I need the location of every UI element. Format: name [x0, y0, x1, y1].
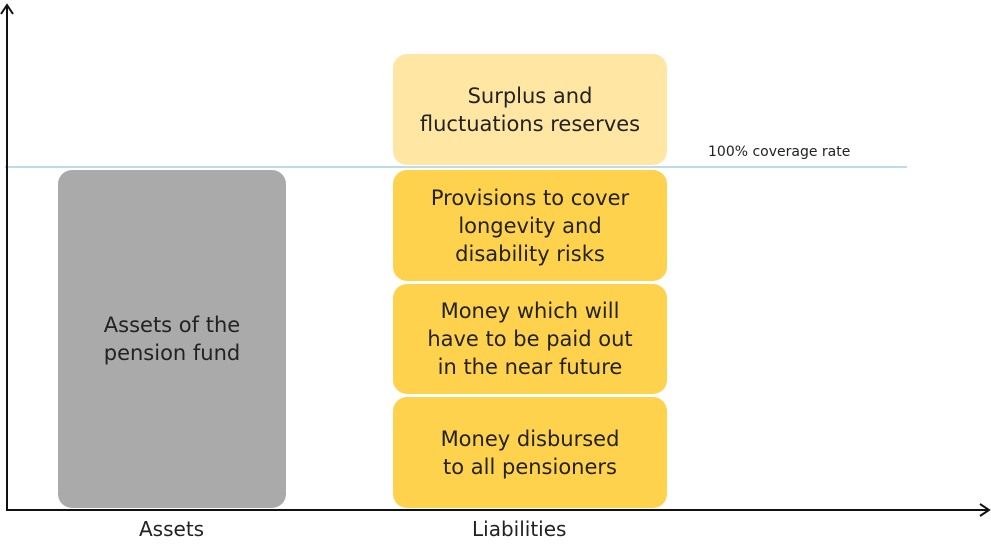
x-axis-arrowhead [979, 503, 991, 517]
assets-axis-label: Assets [139, 517, 205, 541]
assets-block-text: Assets of the pension fund [103, 313, 241, 365]
payout-block: Money which will have to be paid out in … [393, 284, 667, 394]
liabilities-axis-label: Liabilities [472, 517, 567, 541]
payout-block-text: Money which will have to be paid out in … [427, 299, 633, 379]
surplus-block-text: Surplus and fluctuations reserves [419, 83, 641, 136]
disbursed-block: Money disbursed to all pensioners [393, 397, 667, 508]
provisions-block: Provisions to cover longevity and disabi… [393, 170, 667, 281]
y-axis-arrowhead [0, 3, 14, 15]
surplus-block: Surplus and fluctuations reserves [393, 54, 667, 165]
provisions-block-text: Provisions to cover longevity and disabi… [430, 185, 630, 266]
disbursed-block-text: Money disbursed to all pensioners [440, 426, 620, 479]
assets-block: Assets of the pension fund [58, 170, 286, 508]
coverage-rate-label: 100% coverage rate [708, 144, 851, 160]
